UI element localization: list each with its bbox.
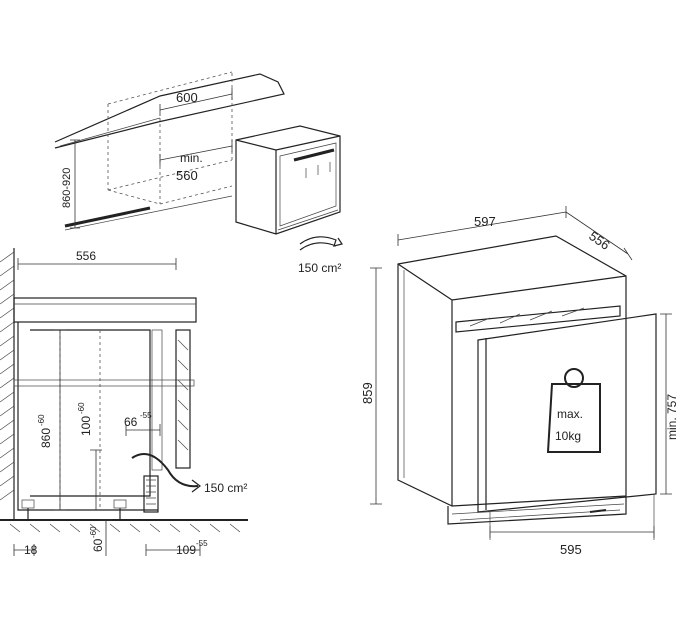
small-appliance (235, 125, 343, 251)
section-mid-group: 100 -60 (77, 402, 93, 436)
section-mid-tol: -60 (77, 402, 86, 414)
top-niche-min-label: min. (180, 151, 203, 165)
section-gap-label: 66 (124, 415, 138, 429)
section-mid-label: 100 (79, 416, 93, 436)
section-view (0, 248, 248, 556)
top-niche-depth-label: 560 (176, 168, 198, 183)
appliance-door-height-label: min. 757 (665, 394, 679, 440)
max-load-line1: max. (557, 407, 583, 421)
appliance-width-label: 597 (474, 214, 496, 229)
appliance-height-label: 859 (360, 382, 375, 404)
section-depth-label: 556 (76, 249, 96, 263)
appliance-door-width-label: 595 (560, 542, 582, 557)
section-gap-tol: -55 (140, 411, 152, 420)
appliance-perspective (370, 206, 672, 540)
section-height-group: 860 -60 (37, 414, 53, 448)
section-height-tol: -60 (37, 414, 46, 426)
section-height-label: 860 (39, 428, 53, 448)
top-height-label: 860-920 (61, 168, 73, 208)
section-bottom-height-label: 60 (91, 538, 105, 552)
niche-perspective (54, 71, 285, 231)
section-bottom-right-tol: -55 (196, 539, 208, 548)
top-width-label: 600 (176, 90, 198, 105)
section-bottom-height-tol: -60 (89, 526, 98, 538)
section-vent-label: 150 cm² (204, 481, 247, 495)
section-bottom-left-label: 18 (24, 543, 38, 557)
max-load-line2: 10kg (555, 429, 581, 443)
appliance-depth-label: 556 (586, 228, 612, 253)
section-bottom-height-group: 60 -60 (89, 526, 105, 552)
section-bottom-right-label: 109 (176, 543, 196, 557)
top-vent-label: 150 cm² (298, 261, 341, 275)
